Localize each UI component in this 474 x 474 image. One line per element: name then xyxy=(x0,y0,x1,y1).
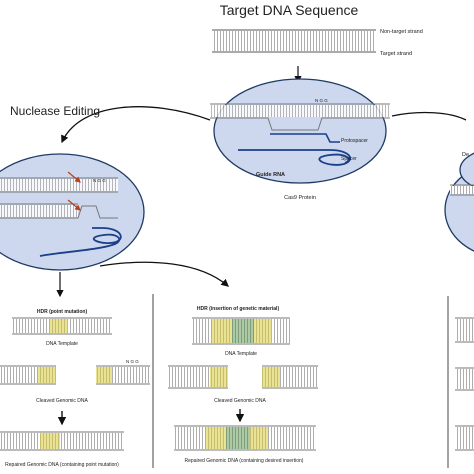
hdr-point-title: HDR (point mutation) xyxy=(37,309,88,315)
cleaved-dna-insert xyxy=(168,365,318,389)
cut-ngg-label: N G G xyxy=(93,178,106,183)
template-strand-insert xyxy=(192,317,290,345)
arrow-to-right-branch xyxy=(391,111,467,121)
non-target-strand-label: Non-target strand xyxy=(380,29,423,35)
right-partial-label: De xyxy=(462,152,469,158)
ngg-cleaved-label: N G G xyxy=(126,359,139,364)
repaired-label-point: Repaired Genomic DNA (containing point m… xyxy=(5,462,119,468)
arrow-to-hdr-insertion xyxy=(99,261,229,287)
spacer-label: Spacer xyxy=(341,156,357,162)
repaired-label-insert: Repaired Genomic DNA (containing desired… xyxy=(185,458,304,464)
cas9-complex xyxy=(210,78,390,184)
guide-rna-label: Guide RNA xyxy=(256,172,285,178)
target-strand-label: Target strand xyxy=(380,51,412,57)
cas9-protein-label: Cas9 Protein xyxy=(284,195,316,201)
cleaved-dna-point xyxy=(0,365,150,385)
cleaved-label-point: Cleaved Genomic DNA xyxy=(36,398,88,404)
template-label-point: DNA Template xyxy=(46,341,78,347)
cas9-protein-shape xyxy=(213,78,387,184)
repaired-dna-point xyxy=(0,431,124,451)
nuclease-editing-heading: Nuclease Editing xyxy=(10,104,100,118)
ngg-pam-label: N G G xyxy=(315,98,328,103)
right-partial-ellipse xyxy=(444,152,474,252)
hdr-point-panel: HDR (point mutation) DNA Template N G G … xyxy=(0,309,150,468)
repaired-dna-insert xyxy=(174,425,316,451)
hdr-insertion-panel: HDR (insertion of genetic material) DNA … xyxy=(168,306,318,464)
target-dna-duplex xyxy=(212,29,376,53)
cas9-cutting-complex xyxy=(0,153,145,271)
arrow-to-nuclease-editing xyxy=(61,106,211,144)
template-label-insert: DNA Template xyxy=(225,351,257,357)
page-title: Target DNA Sequence xyxy=(220,2,359,18)
template-strand-point xyxy=(12,317,112,335)
cut-site-arrow-top xyxy=(67,171,81,183)
cleaved-label-insert: Cleaved Genomic DNA xyxy=(214,398,266,404)
right-edge-partial-panel xyxy=(447,296,474,468)
cut-site-arrow-bottom xyxy=(67,199,81,211)
hdr-insert-title: HDR (insertion of genetic material) xyxy=(197,306,280,312)
protospacer-label: Protospacer xyxy=(341,138,368,144)
